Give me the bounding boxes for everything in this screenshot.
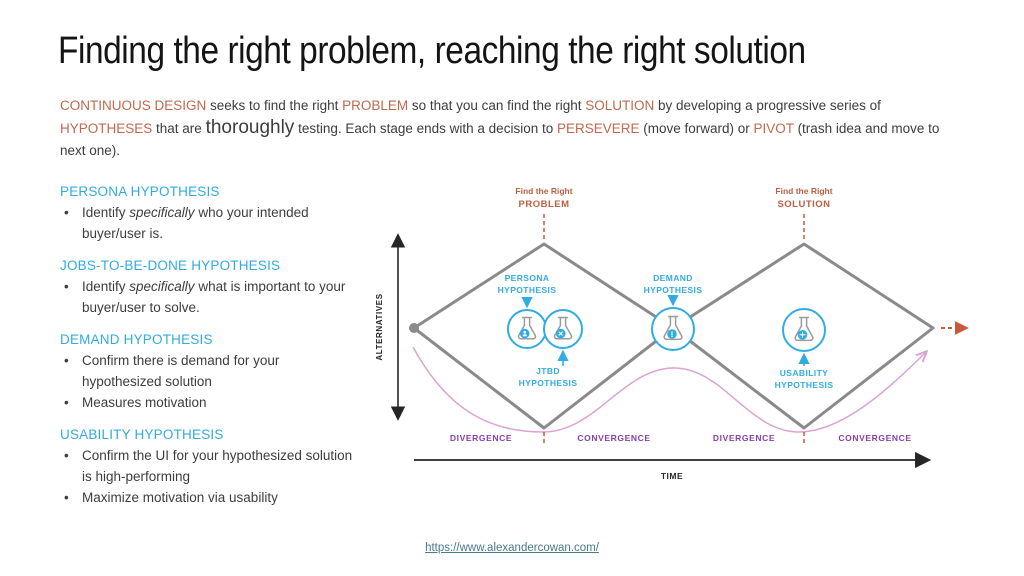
demand-label-line2: HYPOTHESIS [644,285,703,295]
badge [519,328,530,339]
motivation-curve [412,346,926,433]
intro-text: (trash idea and move to next one). [60,121,940,158]
term-continuous-design: CONTINUOUS DESIGN [60,98,207,113]
phase-convergence-1: CONVERGENCE [577,433,650,443]
phase-labels: DIVERGENCE CONVERGENCE DIVERGENCE CONVER… [450,433,911,443]
list-item: Measures motivation [60,392,360,413]
list-item: Maximize motivation via usability [60,487,360,508]
flask-circle [651,307,695,351]
diamond-solution [671,242,935,430]
hypothesis-labels: PERSONA HYPOTHESIS DEMAND HYPOTHESIS JTB… [498,273,834,390]
list-item: Identify specifically what is important … [60,276,360,318]
demand-label: DEMAND [653,273,693,283]
stage-labels: Find the Right PROBLEM Find the Right SO… [515,186,832,210]
find-right-solution-label-line1: Find the Right [775,186,832,196]
pointer-arrows [521,295,810,366]
flask-circle [507,309,547,349]
term-solution: SOLUTION [585,98,655,113]
hypothesis-definitions: PERSONA HYPOTHESIS Identify specifically… [60,184,360,522]
bullet-text: Identify [82,205,130,220]
term-hypotheses: HYPOTHESES [60,121,153,136]
find-right-solution-label-line2: SOLUTION [777,199,830,210]
erlenmeyer-flask-icon [794,316,814,342]
jtbd-label: JTBD [536,366,560,376]
time-axis-label: TIME [661,471,683,481]
intro-paragraph: CONTINUOUS DESIGN seeks to find the righ… [60,95,965,162]
gear-icon [799,331,806,338]
section-persona-hypothesis: PERSONA HYPOTHESIS Identify specifically… [60,184,360,244]
section-usability-hypothesis: USABILITY HYPOTHESIS Confirm the UI for … [60,427,360,508]
usability-label-line2: HYPOTHESIS [775,380,834,390]
section-header: USABILITY HYPOTHESIS [60,427,224,442]
footer: https://www.alexandercowan.com/ [0,538,1024,556]
erlenmeyer-flask-icon [517,316,537,340]
intro-text: by developing a progressive series of [654,98,881,113]
erlenmeyer-flask-icon [553,316,573,340]
person-icon [522,330,527,337]
exclamation-icon [671,331,673,338]
section-header: JOBS-TO-BE-DONE HYPOTHESIS [60,258,281,273]
list-item: Confirm there is demand for your hypothe… [60,350,360,392]
bullet-text-italic: specifically [129,205,195,220]
find-right-problem-label-line1: Find the Right [515,186,572,196]
phase-divergence-2: DIVERGENCE [713,433,775,443]
alternatives-axis-label: ALTERNATIVES [375,293,384,360]
find-right-problem-label-line2: PROBLEM [519,199,570,210]
phase-divergence-1: DIVERGENCE [450,433,512,443]
flask-circle [543,309,583,349]
footer-link[interactable]: https://www.alexandercowan.com/ [425,542,599,554]
section-jtbd-hypothesis: JOBS-TO-BE-DONE HYPOTHESIS Identify spec… [60,258,360,318]
list-item: Confirm the UI for your hypothesized sol… [60,445,360,487]
bullet-text: Measures motivation [82,395,207,410]
start-dot [409,323,419,333]
intro-text: that are [152,121,206,136]
bullet-text-italic: specifically [129,279,195,294]
bullet-text: Confirm there is demand for your hypothe… [82,353,280,389]
term-problem: PROBLEM [342,98,409,113]
x-mark-icon [558,331,563,336]
list-item: Identify specifically who your intended … [60,202,360,244]
intro-text: testing. Each stage ends with a decision… [294,121,557,136]
bullet-text: Confirm the UI for your hypothesized sol… [82,448,353,484]
term-pivot: PIVOT [753,121,794,136]
intro-text: so that you can find the right [408,98,586,113]
section-header: PERSONA HYPOTHESIS [60,184,220,199]
term-persevere: PERSEVERE [556,121,640,136]
usability-label: USABILITY [780,368,828,378]
word-thoroughly: thoroughly [205,117,295,138]
flask-circle [782,308,826,352]
erlenmeyer-flask-icon [663,315,683,341]
bullet-text: Identify [82,279,130,294]
bullet-text: Maximize motivation via usability [82,490,278,505]
section-header: DEMAND HYPOTHESIS [60,332,213,347]
persona-label-line2: HYPOTHESIS [498,285,557,295]
jtbd-label-line2: HYPOTHESIS [519,378,578,388]
bullet-text: who your intended buyer/user is. [82,205,309,241]
demand-flask [651,307,695,351]
persona-flask [507,309,547,349]
section-demand-hypothesis: DEMAND HYPOTHESIS Confirm there is deman… [60,332,360,413]
dashed-connectors [543,214,805,445]
persona-label: PERSONA [505,273,550,283]
usability-flask [782,308,826,352]
intro-text: (move forward) or [639,121,754,136]
double-diamond-diagram: ALTERNATIVES TIME Find the Right PROBLEM… [375,186,969,481]
phase-convergence-2: CONVERGENCE [838,433,911,443]
jtbd-flask [543,309,583,349]
intro-text: seeks to find the right [206,98,343,113]
slide-title: Finding the right problem, reaching the … [58,30,806,72]
bullet-text: what is important to your buyer/user to … [82,279,346,315]
